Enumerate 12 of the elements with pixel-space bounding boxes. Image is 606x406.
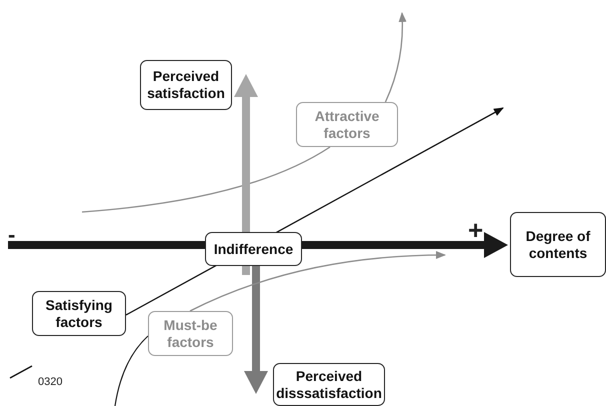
label-box: Must-be factors [148,311,233,356]
label-box: Perceived satisfaction [140,60,232,110]
minus-sign: - [8,222,16,248]
plus-sign: + [468,215,484,246]
figure-number: 0320 [38,376,62,388]
arrow [190,251,446,312]
label-box: Indifference [205,232,302,266]
label-box: Satisfying factors [32,291,126,336]
label-box: Attractive factors [296,102,398,147]
label-box: Perceived disssatisfaction [273,363,385,406]
arrow [384,12,406,102]
label-box: Degree of contents [510,212,606,277]
